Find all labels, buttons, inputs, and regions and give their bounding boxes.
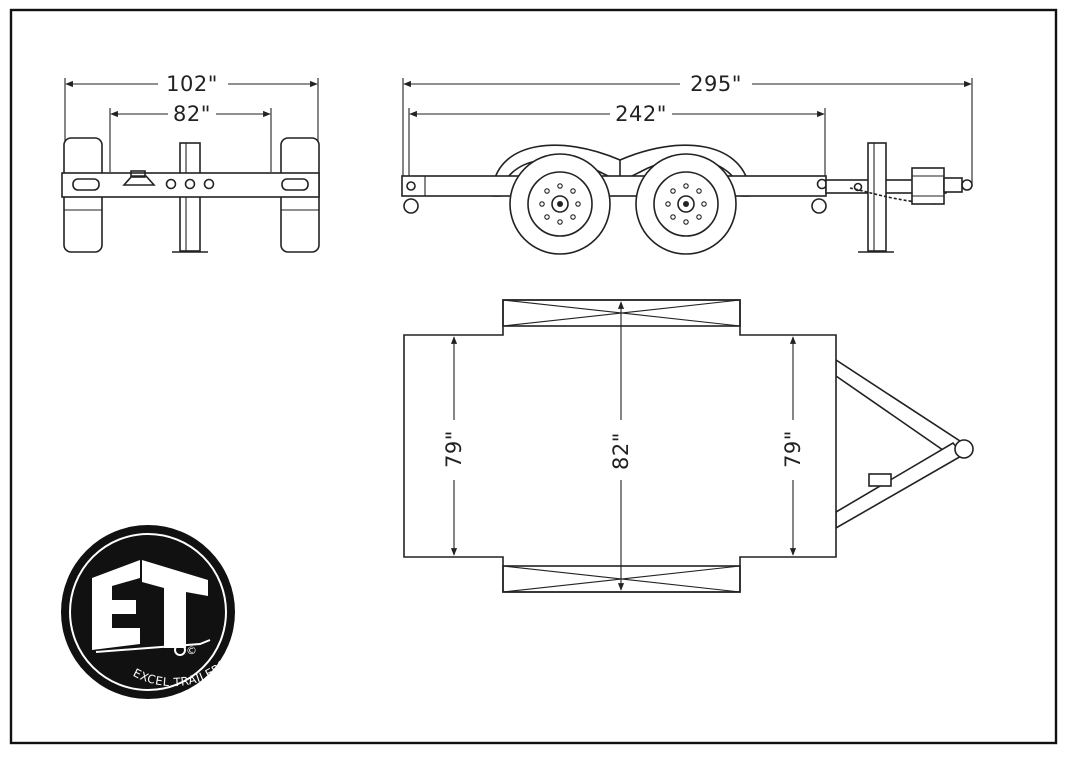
top-tongue-lower xyxy=(835,441,965,530)
logo-copyright-mark: © xyxy=(186,644,197,657)
side-jack xyxy=(867,142,887,252)
top-view: 79" 82" 79" xyxy=(403,299,974,593)
side-coupler xyxy=(911,167,945,205)
side-rear-wheel xyxy=(509,153,611,255)
front-overall-width-label: 102" xyxy=(166,72,218,96)
front-inner-width-label: 82" xyxy=(173,102,211,126)
top-jack-plate xyxy=(868,473,892,487)
top-tongue-upper xyxy=(835,358,965,459)
side-frame-rail xyxy=(401,175,827,197)
side-front-wheel xyxy=(635,153,737,255)
side-view: 295" 242" xyxy=(401,70,973,255)
top-center-width-label: 82" xyxy=(609,432,633,470)
front-bumper-beam xyxy=(61,172,320,198)
side-overall-length-label: 295" xyxy=(690,72,742,96)
drawing-border xyxy=(9,8,1058,745)
top-right-width-label: 79" xyxy=(781,430,805,468)
top-left-width-label: 79" xyxy=(442,430,466,468)
side-front-d-ring xyxy=(811,198,827,214)
excel-trailers-logo: ET © EXCEL TRAILERS xyxy=(61,525,235,699)
front-view: 102" 82" xyxy=(61,70,320,253)
top-coupler xyxy=(954,439,974,459)
side-deck-length-label: 242" xyxy=(615,102,667,126)
side-rear-d-ring xyxy=(403,198,419,214)
